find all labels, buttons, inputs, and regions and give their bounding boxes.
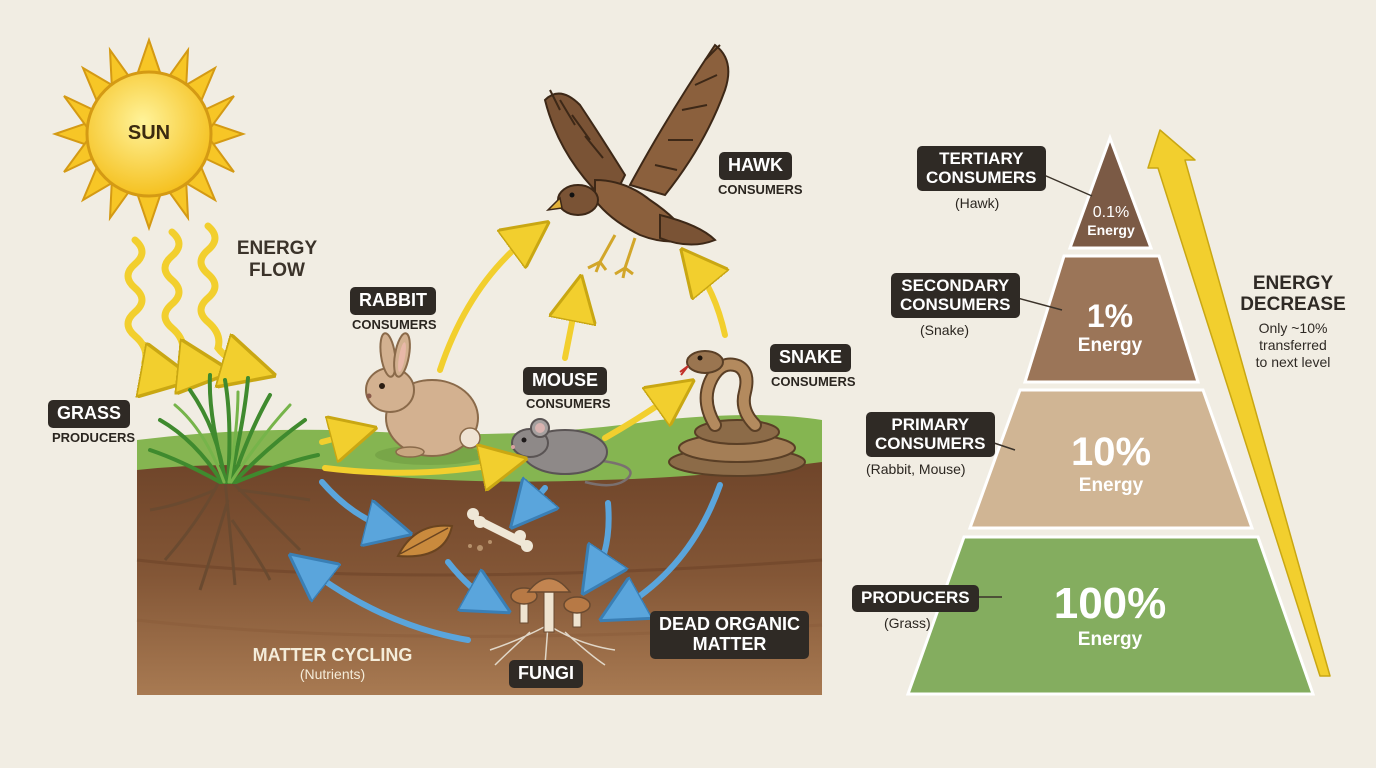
primary-label1: PRIMARY <box>891 415 970 434</box>
tertiary-label2: CONSUMERS <box>926 167 1037 187</box>
rabbit-name-tag: RABBIT <box>350 287 436 315</box>
tertiary-percent: 0.1% Energy <box>1070 204 1152 238</box>
energy-flow-line1: ENERGY <box>236 238 318 259</box>
energy-flow-line2: FLOW <box>249 259 305 281</box>
tertiary-energy-label: Energy <box>1087 222 1135 238</box>
mouse-role-label: CONSUMERS <box>526 396 611 411</box>
secondary-label2: CONSUMERS <box>900 294 1011 314</box>
bone-icon <box>467 508 533 552</box>
producers-percent: 100% Energy <box>1010 579 1210 650</box>
energy-decrease-note1: Only ~10% <box>1258 320 1328 336</box>
energy-decrease-title1: ENERGY <box>1252 273 1334 294</box>
secondary-percent: 1% Energy <box>1040 300 1180 355</box>
secondary-consumers-tag: SECONDARY CONSUMERS <box>891 273 1020 319</box>
energy-decrease-arrow <box>1147 129 1331 677</box>
dead-organic-matter-tag: DEAD ORGANIC MATTER <box>650 611 810 659</box>
hawk-role-label: CONSUMERS <box>718 182 803 197</box>
mushroom-icon <box>489 577 616 666</box>
energy-decrease-note3: to next level <box>1255 353 1331 370</box>
primary-percent: 10% Energy <box>1030 432 1192 495</box>
secondary-percent-value: 1% <box>1086 298 1134 334</box>
tertiary-percent-value: 0.1% <box>1092 204 1130 221</box>
tertiary-label1: TERTIARY <box>939 149 1024 168</box>
secondary-energy-label: Energy <box>1077 335 1143 356</box>
pyramid-level-producers <box>905 535 1316 696</box>
energy-decrease-note2: transferred <box>1259 336 1327 353</box>
pyramid-level-secondary <box>1022 254 1201 384</box>
energy-decrease-title: ENERGY DECREASE <box>1240 273 1346 316</box>
secondary-example: (Snake) <box>920 322 970 338</box>
energy-arrows <box>319 232 725 473</box>
secondary-label1: SECONDARY <box>901 276 1010 295</box>
rabbit-role-label: CONSUMERS <box>352 317 437 332</box>
snake-name-tag: SNAKE <box>770 344 852 372</box>
energy-flow-label: ENERGY FLOW <box>232 238 322 282</box>
tertiary-example: (Hawk) <box>955 195 1000 211</box>
energy-decrease-note: Only ~10% transferred to next level <box>1240 320 1346 370</box>
rabbit-icon <box>365 332 485 465</box>
primary-consumers-tag: PRIMARY CONSUMERS <box>866 412 995 458</box>
dead-matter-line2: MATTER <box>692 633 767 654</box>
primary-example: (Rabbit, Mouse) <box>866 461 966 477</box>
sun-energy-rays <box>124 222 256 376</box>
matter-cycling-sub: (Nutrients) <box>299 666 366 682</box>
energy-decrease-title2: DECREASE <box>1240 293 1346 315</box>
grass-name-tag: GRASS <box>48 400 131 428</box>
fungi-tag: FUNGI <box>509 660 583 688</box>
grass-role-label: PRODUCERS <box>52 430 136 445</box>
producers-example: (Grass) <box>884 615 931 631</box>
dead-matter-line1: DEAD ORGANIC <box>659 614 801 634</box>
primary-energy-label: Energy <box>1078 475 1144 496</box>
snake-role-label: CONSUMERS <box>771 374 856 389</box>
producers-percent-value: 100% <box>1053 579 1167 628</box>
mouse-name-tag: MOUSE <box>523 367 608 395</box>
pyramid-level-tertiary <box>1067 133 1154 250</box>
producers-energy-label: Energy <box>1077 629 1143 650</box>
energy-pyramid <box>905 133 1316 696</box>
hawk-icon <box>543 43 730 279</box>
snake-icon <box>668 350 806 477</box>
tertiary-consumers-tag: TERTIARY CONSUMERS <box>917 146 1046 192</box>
matter-cycling-title: MATTER CYCLING <box>252 645 413 665</box>
sun-icon <box>51 36 247 232</box>
primary-label2: CONSUMERS <box>875 433 986 453</box>
grass-icon <box>148 373 320 591</box>
producers-tag: PRODUCERS <box>852 585 979 612</box>
sun-label: SUN <box>127 122 171 144</box>
hawk-name-tag: HAWK <box>719 152 792 180</box>
matter-arrows <box>303 482 723 643</box>
primary-percent-value: 10% <box>1070 430 1152 474</box>
pyramid-level-primary <box>967 388 1255 530</box>
